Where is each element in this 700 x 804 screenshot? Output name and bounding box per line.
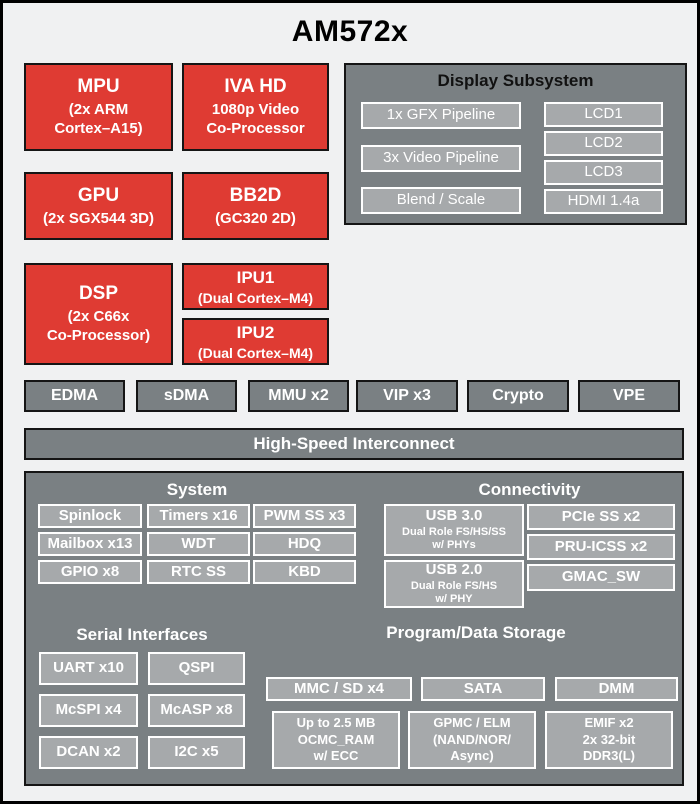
dma-item-crypto: Crypto — [467, 380, 569, 412]
block-ipu2: IPU2 (Dual Cortex–M4) — [182, 318, 329, 365]
storage-chip-emif: EMIF x2 2x 32-bit DDR3(L) — [545, 711, 673, 769]
block-gpu: GPU (2x SGX544 3D) — [24, 172, 173, 240]
block-gpu-title: GPU — [77, 184, 120, 206]
serial-title: Serial Interfaces — [76, 625, 208, 644]
block-ipu2-title: IPU2 — [236, 323, 275, 343]
dma-item-sdma: sDMA — [136, 380, 237, 412]
serial-chip-qspi: QSPI — [148, 652, 245, 685]
block-ipu1-title: IPU1 — [236, 268, 275, 288]
storage-chip-gpmc: GPMC / ELM (NAND/NOR/ Async) — [408, 711, 536, 769]
gpmc-line1: GPMC / ELM — [433, 714, 511, 730]
serial-chip-mcspi: McSPI x4 — [39, 694, 138, 727]
display-lcd2: LCD2 — [544, 131, 663, 156]
block-dsp-title: DSP — [78, 283, 119, 305]
block-iva-line2: Co-Processor — [206, 120, 305, 138]
gpmc-line2: (NAND/NOR/ — [433, 731, 511, 747]
serial-chip-dcan: DCAN x2 — [39, 736, 138, 769]
peripherals-container: System Spinlock Timers x16 PWM SS x3 Mai… — [24, 471, 684, 786]
block-gpu-line1: (2x SGX544 3D) — [43, 209, 154, 227]
emif-line1: EMIF x2 — [584, 714, 634, 730]
block-ipu1: IPU1 (Dual Cortex–M4) — [182, 263, 329, 310]
usb2-line1: Dual Role FS/HS — [410, 580, 498, 593]
system-chip-wdt: WDT — [147, 532, 250, 556]
gpmc-line3: Async) — [450, 748, 494, 764]
ocmc-line1: Up to 2.5 MB — [296, 714, 376, 730]
block-dsp-line1: (2x C66x — [67, 307, 130, 325]
block-iva-line1: 1080p Video — [211, 100, 300, 118]
storage-chip-ocmc: Up to 2.5 MB OCMC_RAM w/ ECC — [272, 711, 400, 769]
system-chip-pwm: PWM SS x3 — [253, 504, 356, 528]
interconnect-bar: High-Speed Interconnect — [24, 428, 684, 460]
system-chip-gpio: GPIO x8 — [38, 560, 142, 584]
block-mpu: MPU (2x ARM Cortex–A15) — [24, 63, 173, 151]
connectivity-title: Connectivity — [478, 480, 581, 499]
display-video-pipeline: 3x Video Pipeline — [361, 145, 521, 172]
serial-chip-mcasp: McASP x8 — [148, 694, 245, 727]
emif-line2: 2x 32-bit — [582, 731, 636, 747]
dma-item-mmu: MMU x2 — [248, 380, 349, 412]
storage-title: Program/Data Storage — [386, 623, 566, 642]
ocmc-line3: w/ ECC — [313, 748, 359, 764]
dma-item-vip: VIP x3 — [356, 380, 458, 412]
display-lcd1: LCD1 — [544, 102, 663, 127]
connectivity-chip-pcie: PCIe SS x2 — [527, 504, 675, 530]
system-chip-spinlock: Spinlock — [38, 504, 142, 528]
usb3-line1: Dual Role FS/HS/SS — [402, 526, 506, 539]
connectivity-chip-gmac: GMAC_SW — [527, 564, 675, 591]
display-blend-scale: Blend / Scale — [361, 187, 521, 214]
system-chip-timers: Timers x16 — [147, 504, 250, 528]
system-chip-hdq: HDQ — [253, 532, 356, 556]
system-title: System — [166, 480, 228, 499]
connectivity-chip-usb3: USB 3.0 Dual Role FS/HS/SS w/ PHYs — [384, 504, 524, 556]
connectivity-chip-pru: PRU-ICSS x2 — [527, 534, 675, 560]
serial-chip-uart: UART x10 — [39, 652, 138, 685]
system-chip-rtc: RTC SS — [147, 560, 250, 584]
connectivity-chip-usb2: USB 2.0 Dual Role FS/HS w/ PHY — [384, 560, 524, 608]
usb3-title: USB 3.0 — [425, 507, 483, 525]
display-subsystem-title: Display Subsystem — [437, 71, 594, 90]
storage-chip-dmm: DMM — [555, 677, 678, 701]
usb2-title: USB 2.0 — [425, 561, 483, 579]
block-bb2d: BB2D (GC320 2D) — [182, 172, 329, 240]
system-chip-mailbox: Mailbox x13 — [38, 532, 142, 556]
display-hdmi: HDMI 1.4a — [544, 189, 663, 214]
block-dsp-line2: Co-Processor) — [46, 327, 151, 345]
page-title: AM572x — [291, 15, 409, 48]
block-iva-title: IVA HD — [224, 76, 287, 98]
usb3-line2: w/ PHYs — [432, 539, 476, 552]
block-dsp: DSP (2x C66x Co-Processor) — [24, 263, 173, 365]
block-mpu-line1: (2x ARM — [68, 100, 129, 118]
system-chip-kbd: KBD — [253, 560, 356, 584]
serial-chip-i2c: I2C x5 — [148, 736, 245, 769]
ocmc-line2: OCMC_RAM — [297, 731, 375, 747]
emif-line3: DDR3(L) — [583, 748, 635, 764]
display-lcd3: LCD3 — [544, 160, 663, 185]
block-mpu-line2: Cortex–A15) — [54, 120, 143, 138]
storage-chip-sata: SATA — [421, 677, 545, 701]
block-bb2d-line1: (GC320 2D) — [215, 209, 296, 227]
usb2-line2: w/ PHY — [435, 593, 473, 606]
storage-chip-mmc: MMC / SD x4 — [266, 677, 412, 701]
block-iva-hd: IVA HD 1080p Video Co-Processor — [182, 63, 329, 151]
block-mpu-title: MPU — [77, 76, 120, 98]
block-ipu2-line1: (Dual Cortex–M4) — [197, 344, 314, 361]
dma-item-edma: EDMA — [24, 380, 125, 412]
dma-item-vpe: VPE — [578, 380, 680, 412]
block-bb2d-title: BB2D — [229, 184, 282, 206]
display-gfx-pipeline: 1x GFX Pipeline — [361, 102, 521, 129]
display-subsystem-container: Display Subsystem 1x GFX Pipeline 3x Vid… — [344, 63, 687, 225]
block-ipu1-line1: (Dual Cortex–M4) — [197, 289, 314, 306]
